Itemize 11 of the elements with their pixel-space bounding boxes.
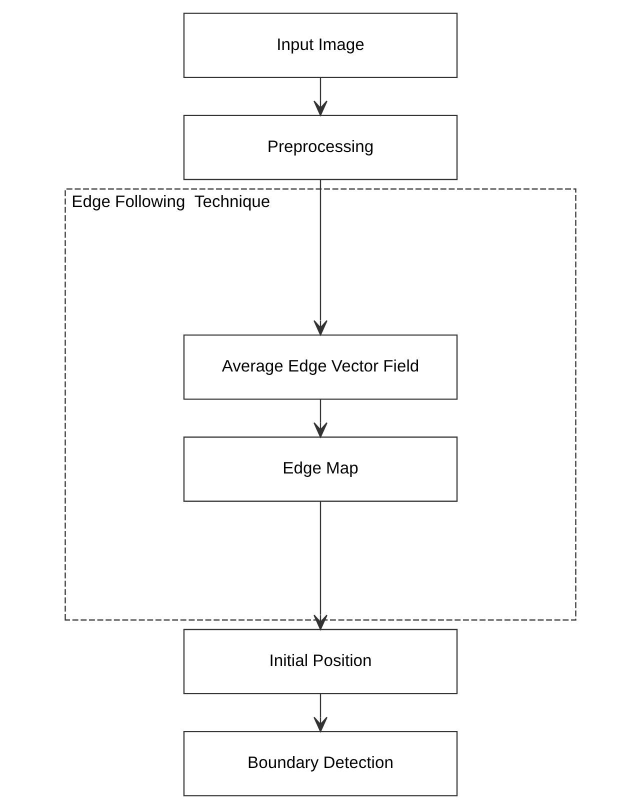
arrow: [313, 78, 327, 116]
node-box: Edge Map: [182, 436, 458, 502]
node-box: Input Image: [182, 12, 458, 78]
arrow: [313, 180, 327, 336]
arrow: [313, 694, 327, 732]
node-box: Boundary Detection: [182, 730, 458, 796]
arrow: [313, 501, 327, 630]
node-box: Average Edge Vector Field: [182, 334, 458, 400]
node-box: Preprocessing: [182, 114, 458, 180]
arrow: [313, 399, 327, 438]
node-box: Initial Position: [182, 628, 458, 694]
